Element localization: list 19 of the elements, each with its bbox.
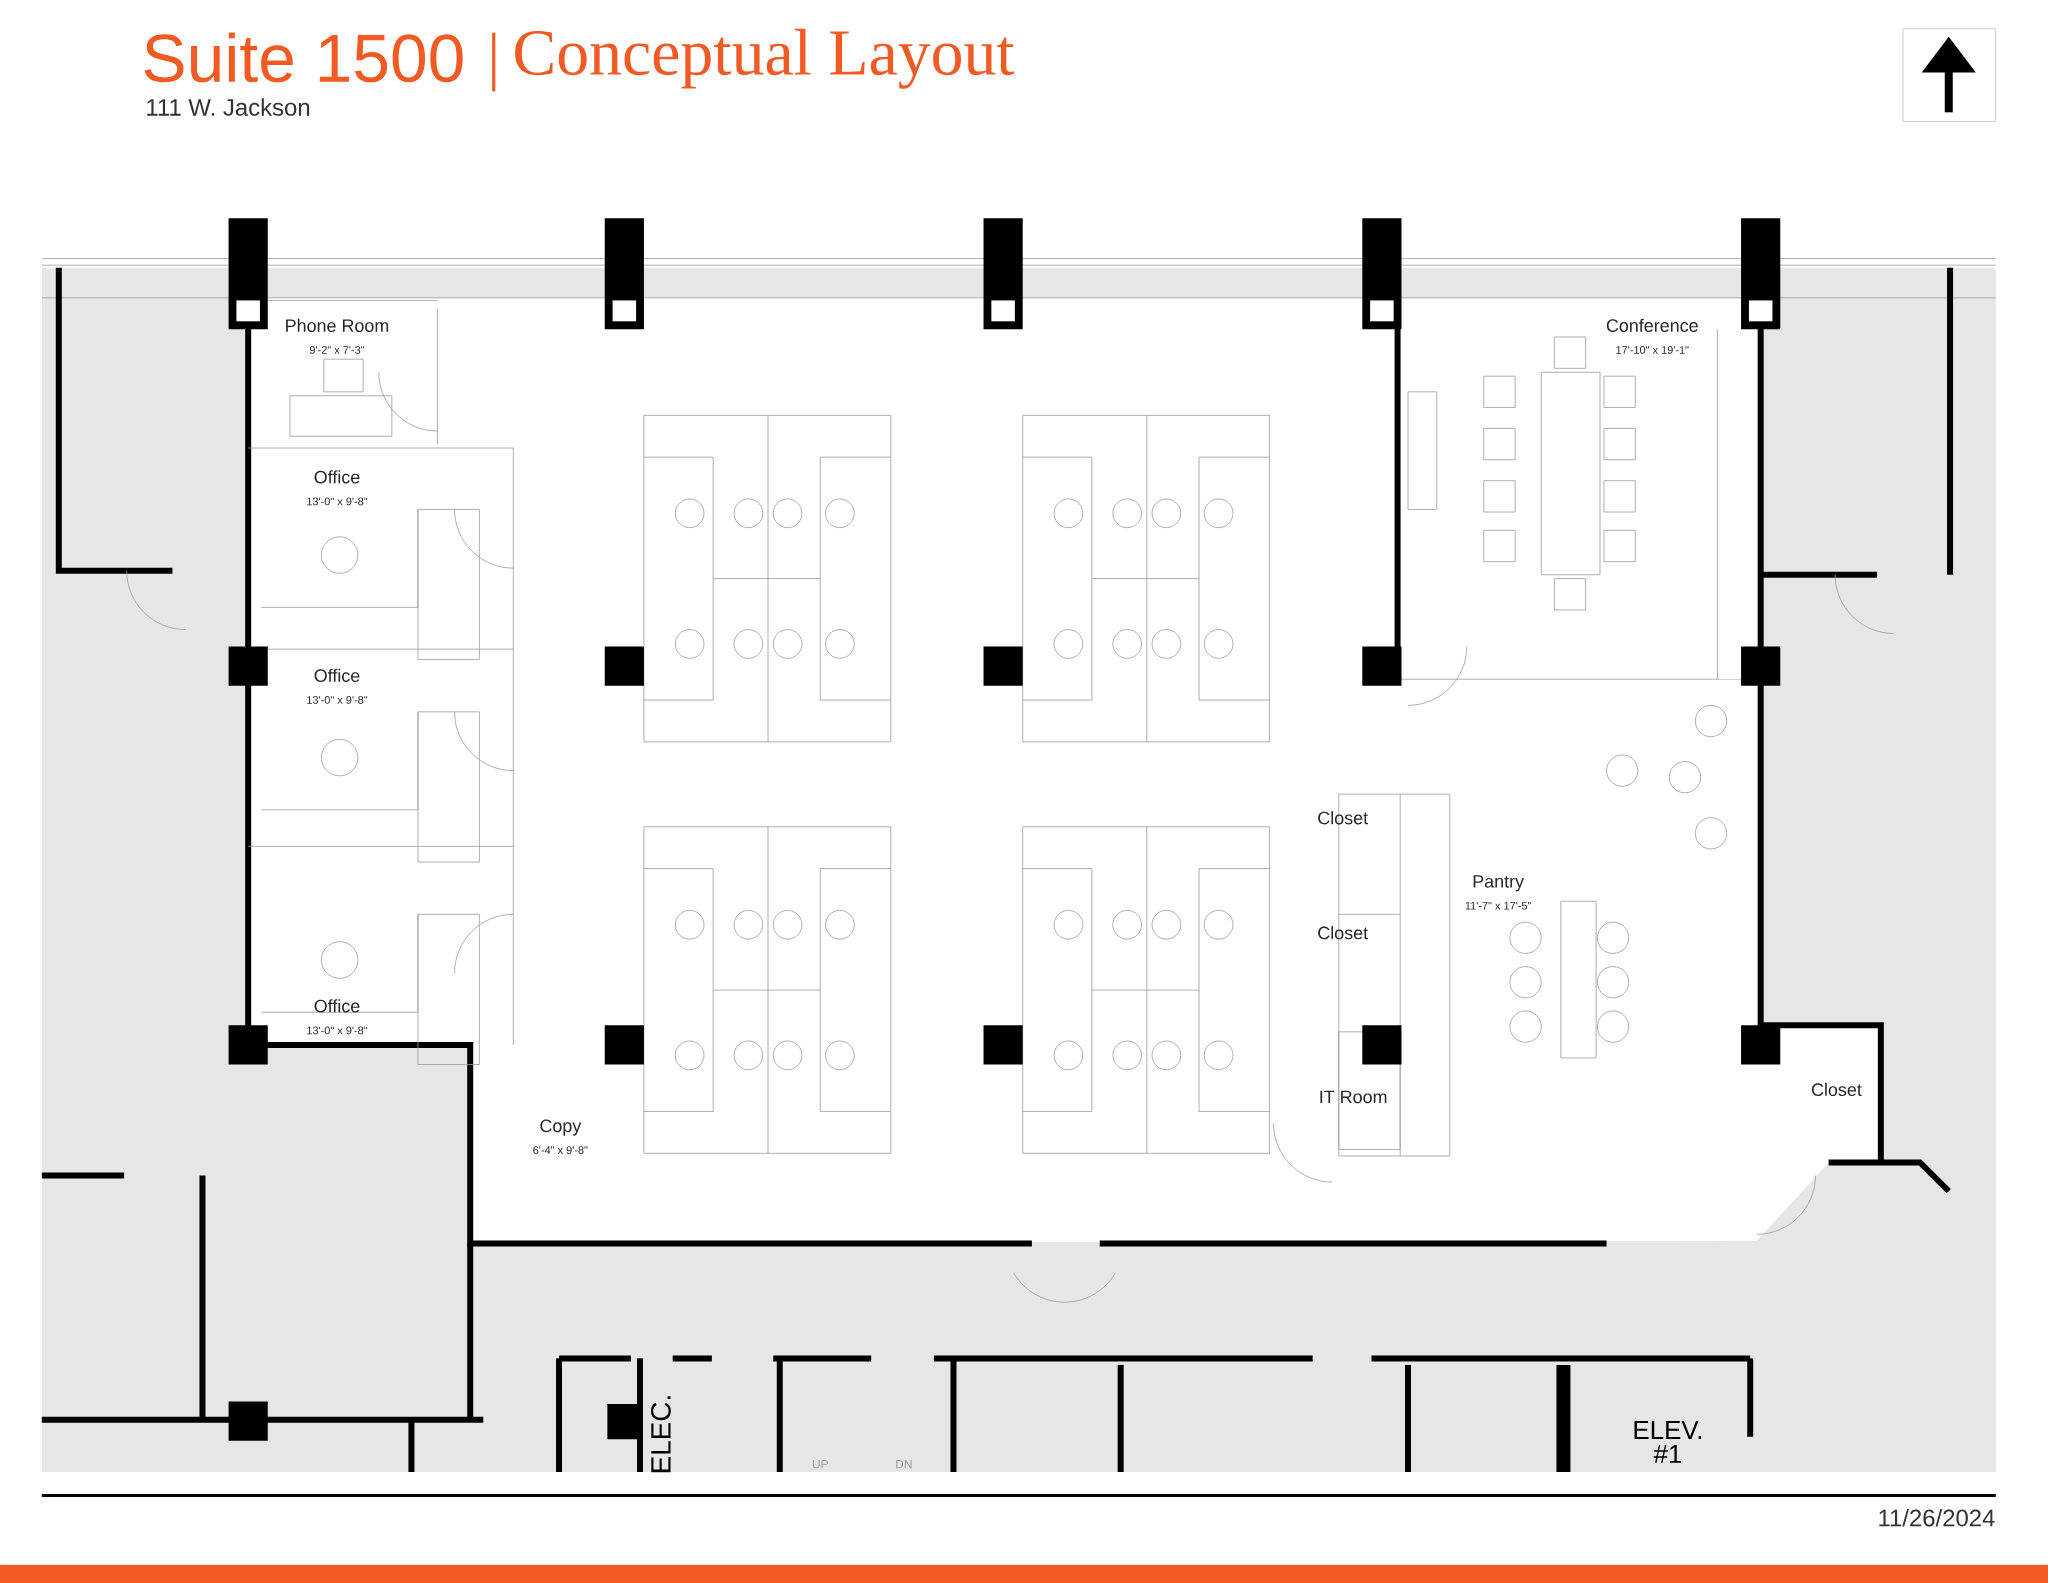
- room-label: Closet: [1318, 926, 1368, 940]
- room-label: Pantry 11'-7" x 17'-5": [1465, 875, 1531, 910]
- room-label: ELEC.: [651, 1396, 671, 1473]
- room-label: Conference 17'-10" x 19'-1": [1606, 318, 1698, 354]
- room-label: Office 13'-0" x 9'-8": [307, 470, 368, 506]
- room-label: Closet: [1811, 1082, 1862, 1097]
- address: 111 W. Jackson: [147, 98, 310, 116]
- room-label: IT Room: [1320, 1090, 1387, 1104]
- room-label: Closet: [1318, 811, 1368, 825]
- title: Suite 1500: [144, 32, 463, 83]
- room-label: Copy 6'-4" x 9'-8": [533, 1119, 588, 1154]
- date: 11/26/2024: [1879, 1508, 1995, 1527]
- room-label: ELEV. #1: [1634, 1421, 1702, 1463]
- stair-label: DN: [896, 1460, 912, 1469]
- room-label: Phone Room 9'-2" x 7'-3": [286, 318, 389, 354]
- stair-label: UP: [812, 1460, 828, 1469]
- subtitle: Conceptual Layout: [515, 28, 1015, 89]
- room-label: Office 13'-0" x 9'-8": [307, 668, 368, 704]
- room-label: Office 13'-0" x 9'-8": [307, 999, 368, 1035]
